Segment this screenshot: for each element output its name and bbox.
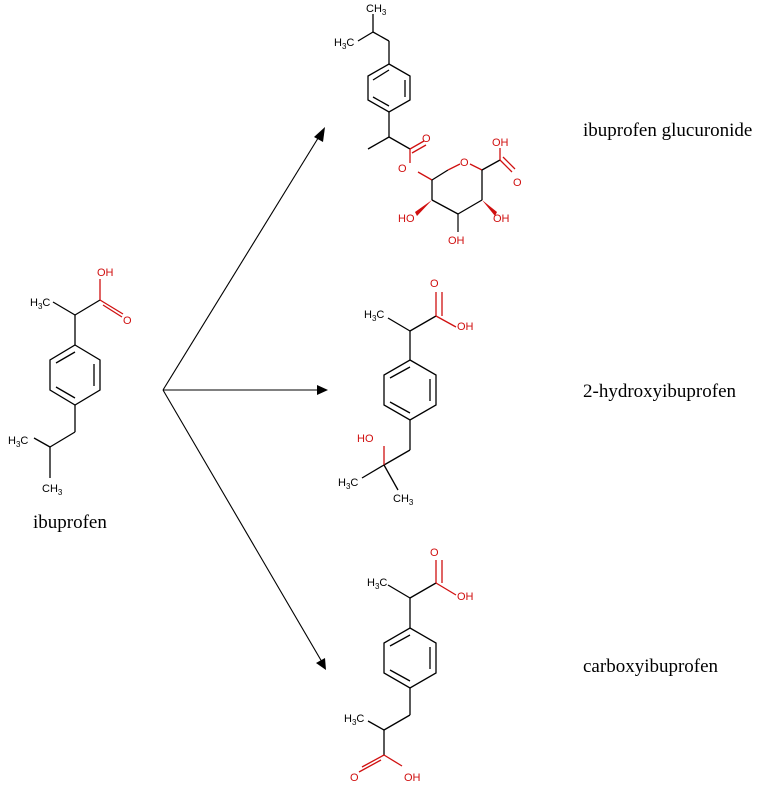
atom-oh: OH — [448, 235, 465, 247]
atom-h3c: H3C — [344, 713, 364, 727]
label-ibuprofen-glucuronide: ibuprofen glucuronide — [583, 120, 752, 141]
atom-o: O — [350, 772, 359, 784]
label-carboxyibuprofen: carboxyibuprofen — [583, 656, 719, 677]
atom-o: O — [513, 177, 522, 189]
atom-oh: OH — [97, 267, 114, 279]
ibuprofen-structure: OH O H3C H3C CH3 — [8, 267, 132, 497]
atom-h3c: H3C — [338, 477, 358, 491]
atom-o: O — [123, 315, 132, 327]
atom-ho: HO — [398, 213, 415, 225]
atom-oh: OH — [492, 137, 509, 149]
2-hydroxyibuprofen-structure: O OH HO H3C H3C CH3 — [338, 278, 474, 507]
atom-h3c: H3C — [364, 309, 384, 323]
atom-oh: OH — [404, 772, 421, 784]
atom-oh: OH — [457, 591, 474, 603]
atom-oh: OH — [493, 213, 510, 225]
label-ibuprofen: ibuprofen — [33, 512, 107, 533]
ibuprofen-glucuronide-structure: O O O OH O HO OH OH CH3 H3C — [334, 3, 522, 247]
atom-h3c: H3C — [8, 435, 28, 449]
atom-ch3: CH3 — [393, 493, 414, 507]
atom-oh: OH — [457, 321, 474, 333]
atom-h3c: H3C — [334, 37, 354, 51]
label-2-hydroxyibuprofen: 2-hydroxyibuprofen — [583, 381, 737, 402]
carboxyibuprofen-structure: O OH O OH H3C H3C — [344, 547, 474, 784]
atom-o: O — [422, 133, 431, 145]
atom-h3c: H3C — [367, 577, 387, 591]
atom-o: O — [460, 157, 469, 169]
atom-o: O — [430, 547, 439, 559]
atom-ch3: CH3 — [366, 3, 387, 17]
atom-ch3: CH3 — [42, 483, 63, 497]
atom-ho: HO — [357, 433, 374, 445]
atom-o: O — [398, 163, 407, 175]
reaction-arrows — [162, 127, 328, 670]
atom-h3c: H3C — [30, 297, 50, 311]
atom-o: O — [430, 278, 439, 290]
